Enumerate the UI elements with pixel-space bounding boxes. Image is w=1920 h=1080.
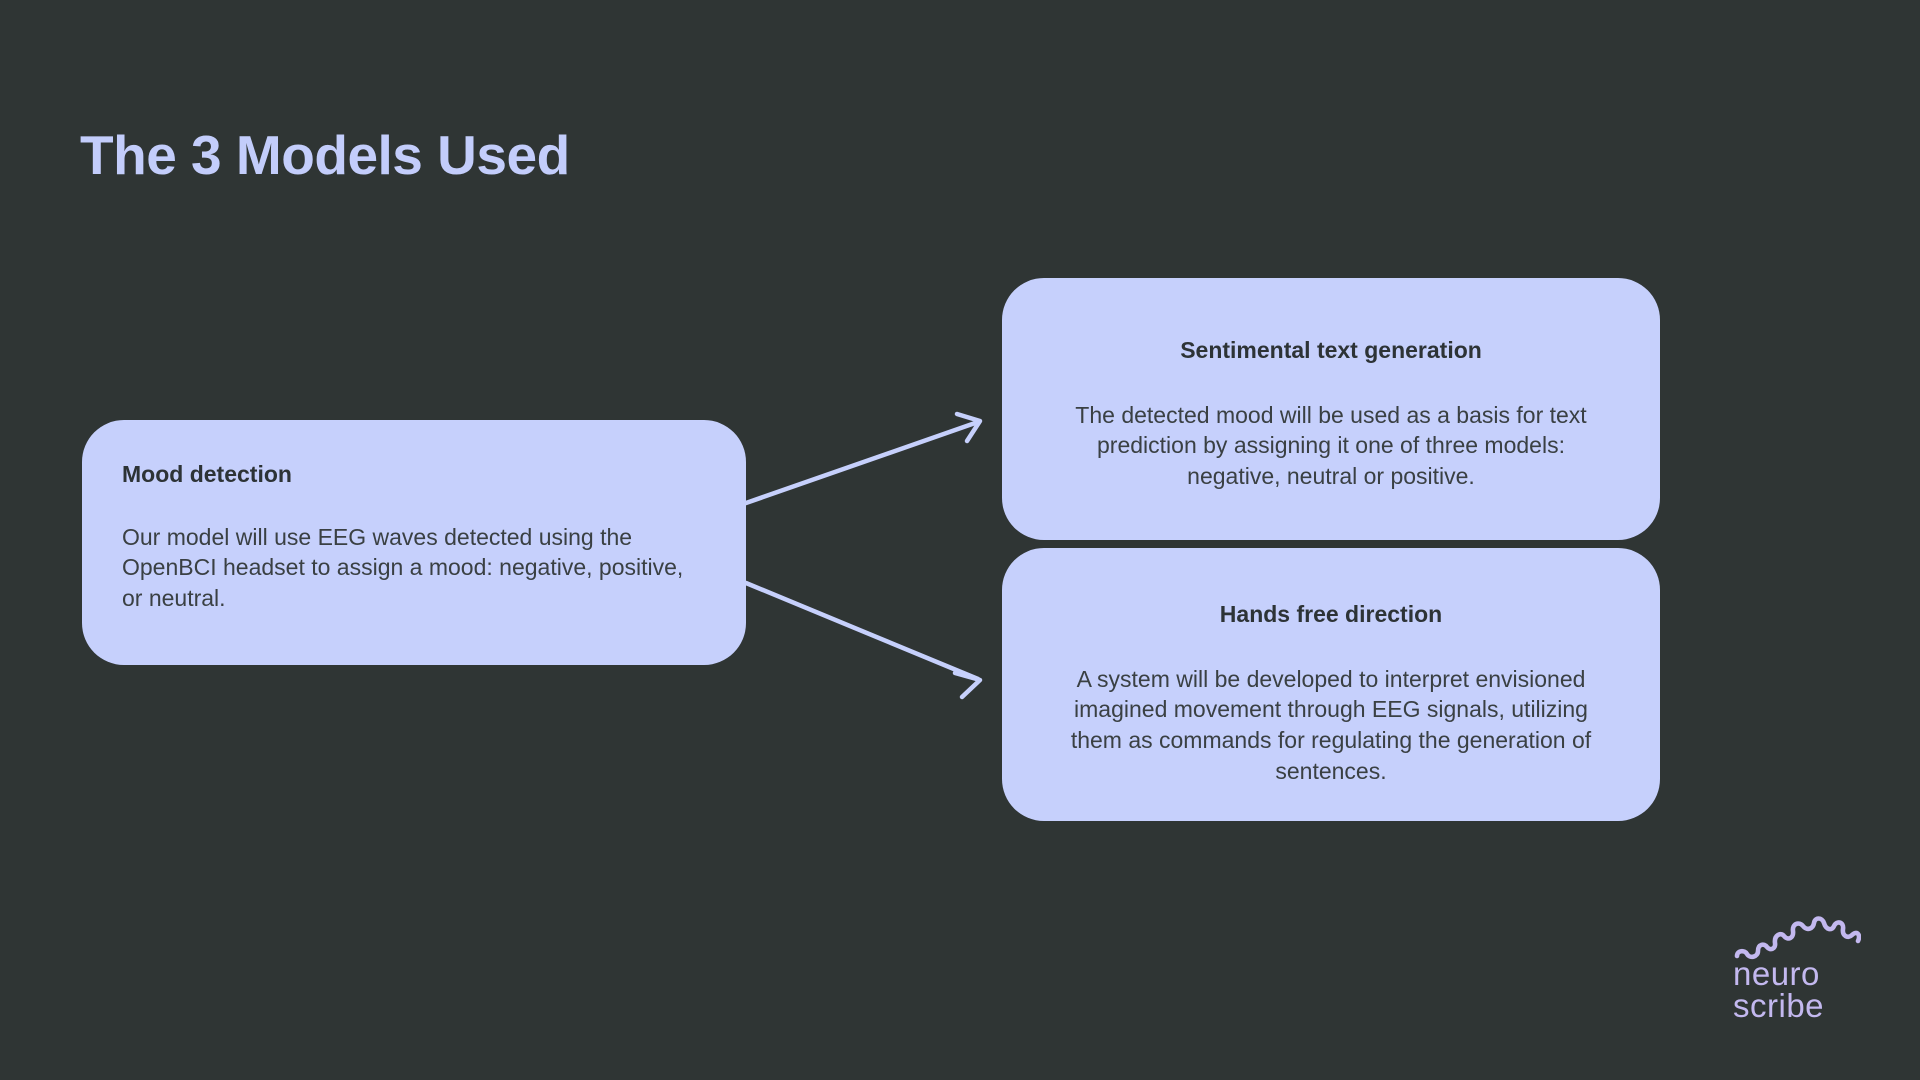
card-title-hands-free-direction: Hands free direction <box>1219 601 1443 627</box>
card-title-sentimental-text-generation: Sentimental text generation <box>1180 337 1482 363</box>
card-body-sentimental-text-generation: The detected mood will be used as a basi… <box>1075 401 1587 490</box>
logo-wordmark: neuro scribe <box>1733 955 1825 1025</box>
brand-logo: neuro scribe <box>1733 916 1861 1024</box>
card-title-mood-detection: Mood detection <box>122 461 292 487</box>
card-body-hands-free-direction: A system will be developed to interpret … <box>1070 665 1592 784</box>
arrow-mood-to-sentimental <box>743 411 983 506</box>
spiky-brain-arc-icon <box>1734 916 1861 960</box>
page-title: The 3 Models Used <box>80 124 570 186</box>
card-mood-detection[interactable]: Mood detection Our model will use EEG wa… <box>82 420 746 665</box>
card-sentimental-text-generation[interactable]: Sentimental text generation The detected… <box>1002 278 1660 540</box>
card-body-mood-detection: Our model will use EEG waves detected us… <box>122 523 684 612</box>
arrow-mood-to-hands-free <box>743 580 983 700</box>
card-hands-free-direction[interactable]: Hands free direction A system will be de… <box>1002 548 1660 821</box>
